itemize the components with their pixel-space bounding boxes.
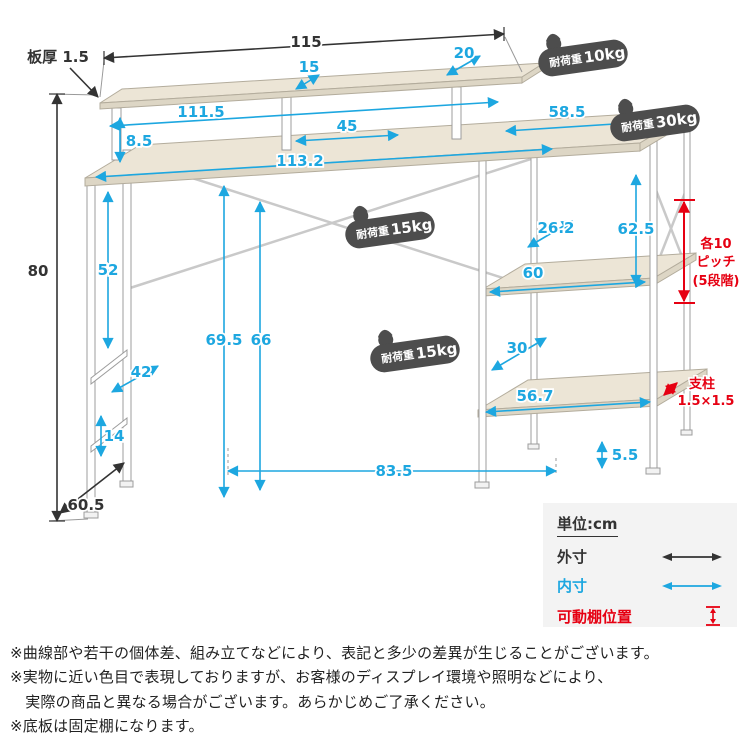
legend-inner-label: 内寸 (557, 577, 588, 595)
foot (645, 467, 661, 475)
dim-side-lower: 14 (104, 427, 125, 445)
dim-right-clear-height: 62.5 (617, 220, 654, 238)
left-front-leg (86, 179, 96, 515)
badge-value: 15kg (390, 215, 434, 239)
dim-bottom-clearance: 5.5 (612, 446, 639, 464)
post-label-line1: 支柱 (688, 376, 715, 392)
monitor-shelf-riser (451, 86, 462, 140)
footnotes: ※曲線部や若干の個体差、組み立てなどにより、表記と多少の差異が生じることがござい… (10, 641, 742, 739)
dim-shelf-gap: 8.5 (126, 132, 153, 150)
rack-front-left-post (478, 149, 487, 485)
dim-shelf-inner-width: 111.5 (177, 103, 224, 121)
foot (527, 443, 540, 450)
legend-unit: 単位:cm (557, 513, 618, 537)
weight-badge-15kg-bottom: 耐荷重 15kg (370, 329, 460, 373)
badge-prefix: 耐荷重 (620, 116, 655, 134)
badge-prefix: 耐荷重 (548, 51, 583, 69)
desk-dimension-diagram: 115 80 60.5 板厚 1.5 15 20 111.5 8.5 45 58… (26, 27, 741, 523)
badge-value: 15kg (415, 339, 459, 363)
dim-mid-shelf-depth: 26.2 (537, 219, 574, 237)
movable-shelf-pitch-annotation: 各10 ピッチ (5段階) (674, 199, 741, 304)
inner-dimensions: 15 20 111.5 8.5 45 58.5 113.2 52 42 14 6… (94, 42, 656, 499)
badge-prefix: 耐荷重 (355, 223, 390, 241)
badge-value: 10kg (583, 43, 627, 67)
board-thickness-label: 板厚 1.5 (27, 48, 89, 66)
dim-clear-height: 66 (251, 331, 272, 349)
dim-arrow-overall-width (102, 29, 506, 63)
footnote-line: 実際の商品と異なる場合がございます。あらかじめご了承ください。 (10, 692, 495, 711)
pitch-label-line1: 各10 (699, 236, 731, 252)
inner-dimension-arrow-icon (662, 581, 722, 590)
rack-front-right-post (649, 139, 658, 471)
dim-right-span: 58.5 (548, 103, 585, 121)
monitor-shelf-riser (281, 96, 292, 151)
weight-badge-30kg: 耐荷重 30kg (610, 98, 700, 142)
dim-bottom-shelf-depth: 30 (507, 339, 528, 357)
dim-arrow-overall-depth (59, 462, 125, 514)
movable-shelf-bracket-icon (706, 606, 720, 626)
footnote-line: ※曲線部や若干の個体差、組み立てなどにより、表記と多少の差異が生じることがござい… (10, 644, 659, 662)
weight-badge-10kg: 耐荷重 10kg (538, 33, 628, 77)
dim-under-height: 69.5 (205, 331, 242, 349)
dim-overall-depth: 60.5 (67, 496, 104, 514)
dim-shelf-depth: 15 (299, 58, 320, 76)
footnote-line: ※実物に近い色目で表現しておりますが、お客様のディスプレイ環境や照明などにより、 (10, 668, 613, 687)
outer-dimension-arrow-icon (662, 552, 722, 561)
footnote-line: ※底板は固定棚になります。 (10, 717, 204, 736)
legend-outer-label: 外寸 (557, 548, 588, 566)
dim-mid-span: 45 (337, 117, 358, 135)
dim-rear-depth: 20 (454, 44, 475, 62)
dim-overall-height: 80 (28, 262, 49, 280)
dim-desk-inner-width: 113.2 (276, 152, 323, 170)
board-thickness-leader (69, 67, 99, 98)
dim-side-depth: 42 (131, 363, 152, 381)
dim-overall-width: 115 (290, 33, 321, 51)
badge-value: 30kg (655, 108, 699, 132)
foot (680, 429, 693, 436)
foot (474, 481, 490, 489)
dim-floor-span: 83.5 (375, 462, 412, 480)
legend-movable-label: 可動棚位置 (557, 607, 633, 626)
legend-box: 単位:cm 外寸 内寸 可動棚位置 (543, 503, 737, 627)
post-size-annotation: 支柱 1.5×1.5 (663, 375, 736, 411)
foot (119, 480, 134, 488)
dim-bottom-shelf-width: 56.7 (516, 387, 553, 405)
left-side-bar (90, 348, 128, 386)
pitch-label-line2: ピッチ (696, 255, 735, 270)
outer-dimensions: 115 80 60.5 板厚 1.5 (26, 27, 506, 523)
post-label-line2: 1.5×1.5 (678, 394, 735, 409)
dim-mid-shelf-width: 60 (523, 264, 544, 282)
pitch-label-line3: (5段階) (693, 273, 740, 289)
badge-prefix: 耐荷重 (380, 347, 415, 365)
weight-badge-15kg-middle: 耐荷重 15kg (345, 205, 435, 249)
dim-side-upper: 52 (98, 261, 119, 279)
